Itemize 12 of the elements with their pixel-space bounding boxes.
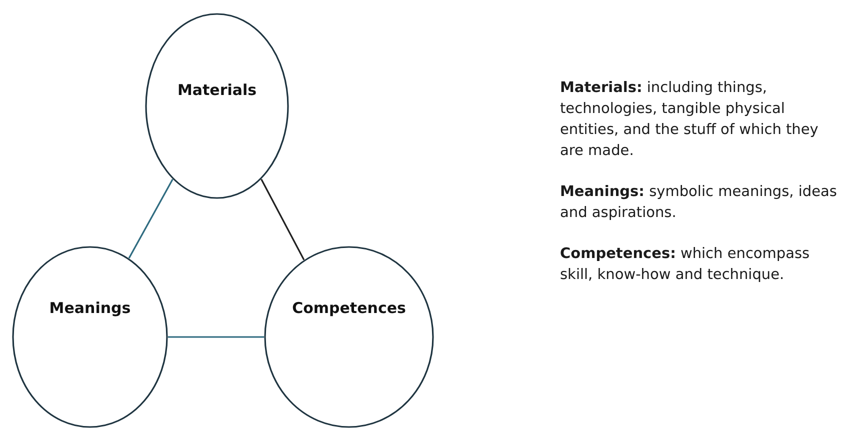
concept-ellipse (145, 13, 289, 199)
concept-label: Competences (291, 299, 407, 317)
connector-line (168, 336, 264, 338)
definition-text: Materials: including things, technologies, tangible physical entities, and the stuff of which they are made. (560, 79, 820, 161)
concept-label: Meanings (48, 299, 132, 317)
concept-ellipse (264, 246, 434, 428)
connector-line (128, 178, 174, 259)
connector-line (260, 178, 305, 260)
concept-ellipse (12, 246, 168, 428)
definition-text: Competences: which encompass skill, know-how and technique. (560, 245, 811, 285)
concept-label: Materials (176, 81, 258, 99)
definition-text: Meanings: symbolic meanings, ideas and aspirations. (560, 183, 838, 223)
